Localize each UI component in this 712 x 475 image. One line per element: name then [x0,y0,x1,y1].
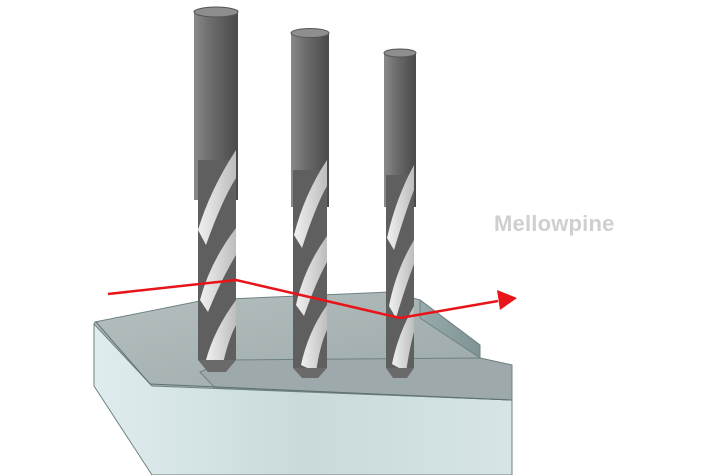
drill-top-cap [290,28,330,38]
drill-flute-1 [294,160,327,248]
drill-flute-3 [206,300,236,368]
toolpath-line [107,278,499,320]
drill-bit-left [193,6,239,372]
drill-tip [293,368,327,378]
drill-flute-3 [392,306,414,372]
drill-top-cap [383,48,417,58]
drill-flute-2 [200,228,236,312]
drill-flute-3 [301,305,327,372]
drill-bit-right [383,48,417,378]
drill-bit-center [290,28,330,378]
drill-top-cap [193,6,239,18]
arrowhead-icon [497,290,517,310]
workpiece-step-riser [419,299,481,359]
drill-tip [198,360,236,372]
watermark-text: Mellowpine [494,211,615,236]
toolpath-arrow [107,278,517,320]
drill-flute-1 [387,165,414,250]
drill-flute-1 [198,150,236,245]
drill-flute-2 [389,240,414,318]
workpiece-edge [95,321,513,401]
drill-tip [386,368,414,378]
